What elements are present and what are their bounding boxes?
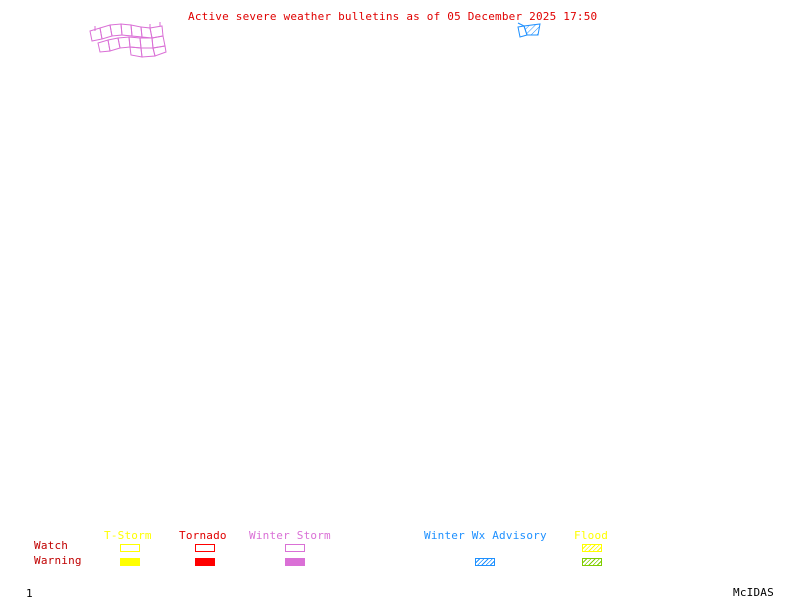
legend-tornado-watch-swatch (195, 544, 215, 552)
legend-winter-wx-advisory-label: Winter Wx Advisory (424, 529, 547, 542)
legend-winter-storm-warning-swatch (285, 558, 305, 566)
frame-number: 1 (26, 587, 33, 600)
legend-tornado-label: Tornado (179, 529, 227, 542)
legend-tstorm-watch-swatch (120, 544, 140, 552)
mcidas-brand: McIDAS (733, 586, 774, 599)
winter-wx-advisory-zone (517, 22, 541, 38)
legend-winter-storm-label: Winter Storm (249, 529, 331, 542)
legend-winter-wx-advisory-swatch (475, 558, 495, 566)
legend-tornado-warning-swatch (195, 558, 215, 566)
legend-winter-storm-watch-swatch (285, 544, 305, 552)
legend-flood-watch-swatch (582, 544, 602, 552)
legend-tstorm-label: T-Storm (104, 529, 152, 542)
legend-warning-label: Warning (34, 554, 82, 567)
legend-watch-label: Watch (34, 539, 69, 552)
legend-flood-label: Flood (574, 529, 609, 542)
bulletin-title: Active severe weather bulletins as of 05… (188, 10, 598, 23)
legend-tstorm-warning-swatch (120, 558, 140, 566)
winter-storm-watch-zones (89, 22, 167, 58)
legend-flood-warning-swatch (582, 558, 602, 566)
